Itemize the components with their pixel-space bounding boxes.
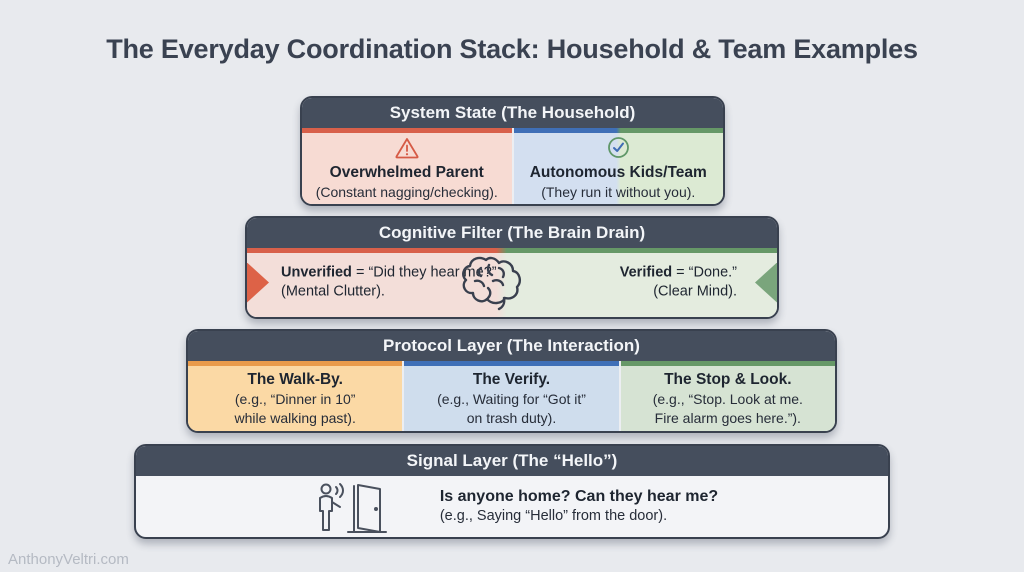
cell-title: The Verify. (472, 371, 551, 389)
cell-line2: (e.g., “Stop. Look at me. (652, 391, 803, 408)
check-circle-icon (607, 137, 629, 159)
signal-text: Is anyone home? Can they hear me? (e.g.,… (440, 487, 718, 527)
page-title: The Everyday Coordination Stack: Househo… (106, 34, 918, 64)
cell-line2: (e.g., Waiting for “Got it” (437, 391, 586, 408)
unverified-note: (Mental Clutter). (281, 283, 385, 300)
cell-walk-by: The Walk-By. (e.g., “Dinner in 10” while… (188, 361, 403, 431)
cell-subtitle: (They run it without you). (541, 184, 696, 201)
verified-term: Verified (619, 263, 673, 280)
cell-title: Overwhelmed Parent (329, 163, 484, 181)
cell-title: Autonomous Kids/Team (529, 164, 707, 182)
cell-title: The Walk-By. (247, 371, 343, 389)
verified-note: (Clear Mind). (653, 283, 737, 300)
layer-system-state-header: System State (The Household) (302, 98, 723, 128)
cell-stop-and-look: The Stop & Look. (e.g., “Stop. Look at m… (618, 361, 835, 431)
green-accent-bar (620, 361, 835, 366)
unverified-text: Unverified = “Did they hear me?” (Mental… (281, 263, 497, 302)
layer-cognitive-filter-body: Unverified = “Did they hear me?” (Mental… (247, 248, 777, 317)
unverified-term: Unverified (281, 263, 352, 280)
cell-subtitle: (Constant nagging/checking). (315, 183, 498, 200)
signal-example: (e.g., Saying “Hello” from the door). (439, 508, 668, 525)
cell-title: The Stop & Look. (664, 371, 792, 389)
cell-line2: (e.g., “Dinner in 10” (234, 391, 356, 408)
unverified-definition: = “Did they hear me?” (351, 263, 497, 280)
cell-verify: The Verify. (e.g., Waiting for “Got it” … (402, 361, 619, 431)
blue-green-accent-bar (513, 128, 723, 133)
unverified-arrow-icon (247, 262, 269, 303)
blue-accent-bar (404, 361, 619, 366)
layer-system-state: System State (The Household) Overwhelmed… (300, 96, 725, 206)
layer-signal-body: Is anyone home? Can they hear me? (e.g.,… (136, 476, 888, 537)
red-green-accent-bar (247, 248, 777, 253)
cell-line3: while walking past). (234, 409, 356, 426)
watermark: AnthonyVeltri.com (8, 551, 129, 568)
brain-icon (461, 256, 521, 310)
person-at-door-icon (318, 482, 387, 533)
warning-triangle-icon (395, 137, 419, 159)
layer-cognitive-filter: Cognitive Filter (The Brain Drain) Unver… (245, 216, 779, 319)
layer-protocol: Protocol Layer (The Interaction) The Wal… (186, 329, 837, 433)
verified-arrow-icon (755, 262, 777, 303)
layer-system-state-body: Overwhelmed Parent (Constant nagging/che… (302, 128, 723, 204)
layer-cognitive-filter-header: Cognitive Filter (The Brain Drain) (247, 218, 777, 248)
layer-signal-header: Signal Layer (The “Hello”) (136, 446, 888, 476)
cell-line3: Fire alarm goes here.”). (654, 409, 801, 426)
verified-definition: = “Done.” (672, 263, 737, 280)
layer-protocol-header: Protocol Layer (The Interaction) (188, 331, 835, 361)
signal-question: Is anyone home? Can they hear me? (439, 487, 719, 505)
layer-protocol-body: The Walk-By. (e.g., “Dinner in 10” while… (188, 361, 835, 431)
orange-accent-bar (188, 361, 403, 366)
cell-autonomous-kids-team: Autonomous Kids/Team (They run it withou… (511, 128, 723, 204)
verified-text: Verified = “Done.” (Clear Mind). (620, 263, 737, 302)
layer-signal: Signal Layer (The “Hello”) Is anyone hom… (134, 444, 890, 539)
red-accent-bar (302, 128, 512, 133)
cell-overwhelmed-parent: Overwhelmed Parent (Constant nagging/che… (302, 128, 512, 204)
cell-line3: on trash duty). (466, 409, 557, 426)
